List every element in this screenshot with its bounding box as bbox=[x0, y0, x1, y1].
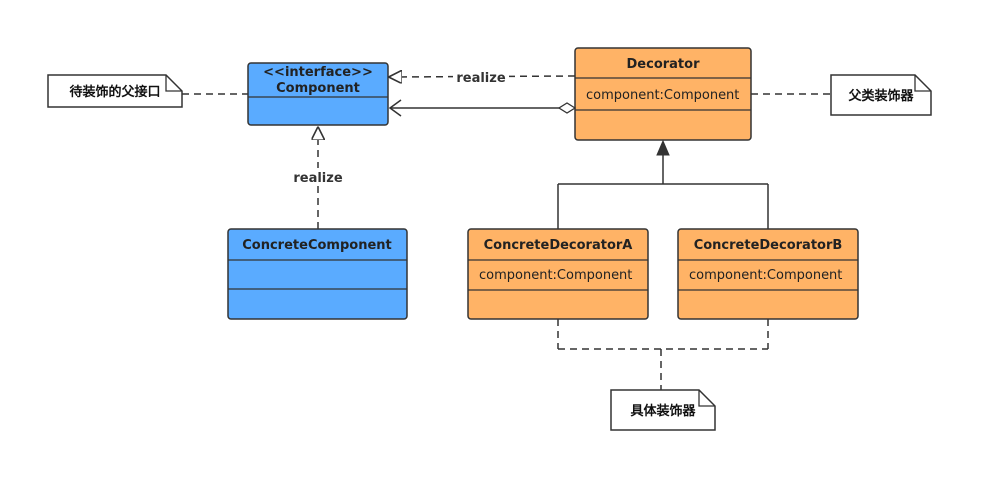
decorator-box[interactable]: Decorator component:Component bbox=[574, 47, 752, 141]
concrete-decorator-b-name: ConcreteDecoratorB bbox=[694, 238, 843, 253]
decorator-name: Decorator bbox=[627, 57, 701, 72]
concrete-component-box[interactable]: ConcreteComponent bbox=[227, 228, 408, 320]
inheritance-arrowhead-icon bbox=[656, 139, 670, 156]
component-interface-box[interactable]: <<interface>> Component bbox=[247, 62, 389, 126]
concrete-component-realize-label: realize bbox=[293, 171, 342, 186]
concrete-decorator-b-attribute: component:Component bbox=[689, 268, 842, 283]
component-name: Component bbox=[276, 81, 360, 96]
component-stereotype: <<interface>> bbox=[263, 65, 373, 80]
concrete-decorator-b-box[interactable]: ConcreteDecoratorB component:Component bbox=[677, 228, 859, 320]
decorator-realize-label: realize bbox=[456, 71, 505, 86]
decorator-attribute: component:Component bbox=[586, 88, 739, 103]
component-note[interactable]: 待装饰的父接口 bbox=[47, 74, 248, 108]
concrete-decorators-note-text: 具体装饰器 bbox=[630, 403, 696, 419]
decorator-note-text: 父类装饰器 bbox=[847, 88, 914, 104]
concrete-component-realize-arrow: realize bbox=[290, 128, 346, 229]
decorator-aggregation-arrow bbox=[388, 99, 577, 117]
concrete-decorator-a-name: ConcreteDecoratorA bbox=[484, 238, 633, 253]
concrete-decorators-note[interactable]: 具体装饰器 bbox=[557, 319, 769, 431]
concrete-decorator-a-box[interactable]: ConcreteDecoratorA component:Component bbox=[467, 228, 649, 320]
decorator-realize-arrow: realize bbox=[390, 69, 576, 86]
aggregation-diamond-icon bbox=[557, 102, 577, 114]
decorator-inheritance-arrow bbox=[557, 139, 769, 229]
decorator-note[interactable]: 父类装饰器 bbox=[751, 74, 932, 116]
concrete-decorator-a-attribute: component:Component bbox=[479, 268, 632, 283]
component-note-text: 待装饰的父接口 bbox=[68, 84, 160, 100]
concrete-component-name: ConcreteComponent bbox=[242, 238, 392, 253]
